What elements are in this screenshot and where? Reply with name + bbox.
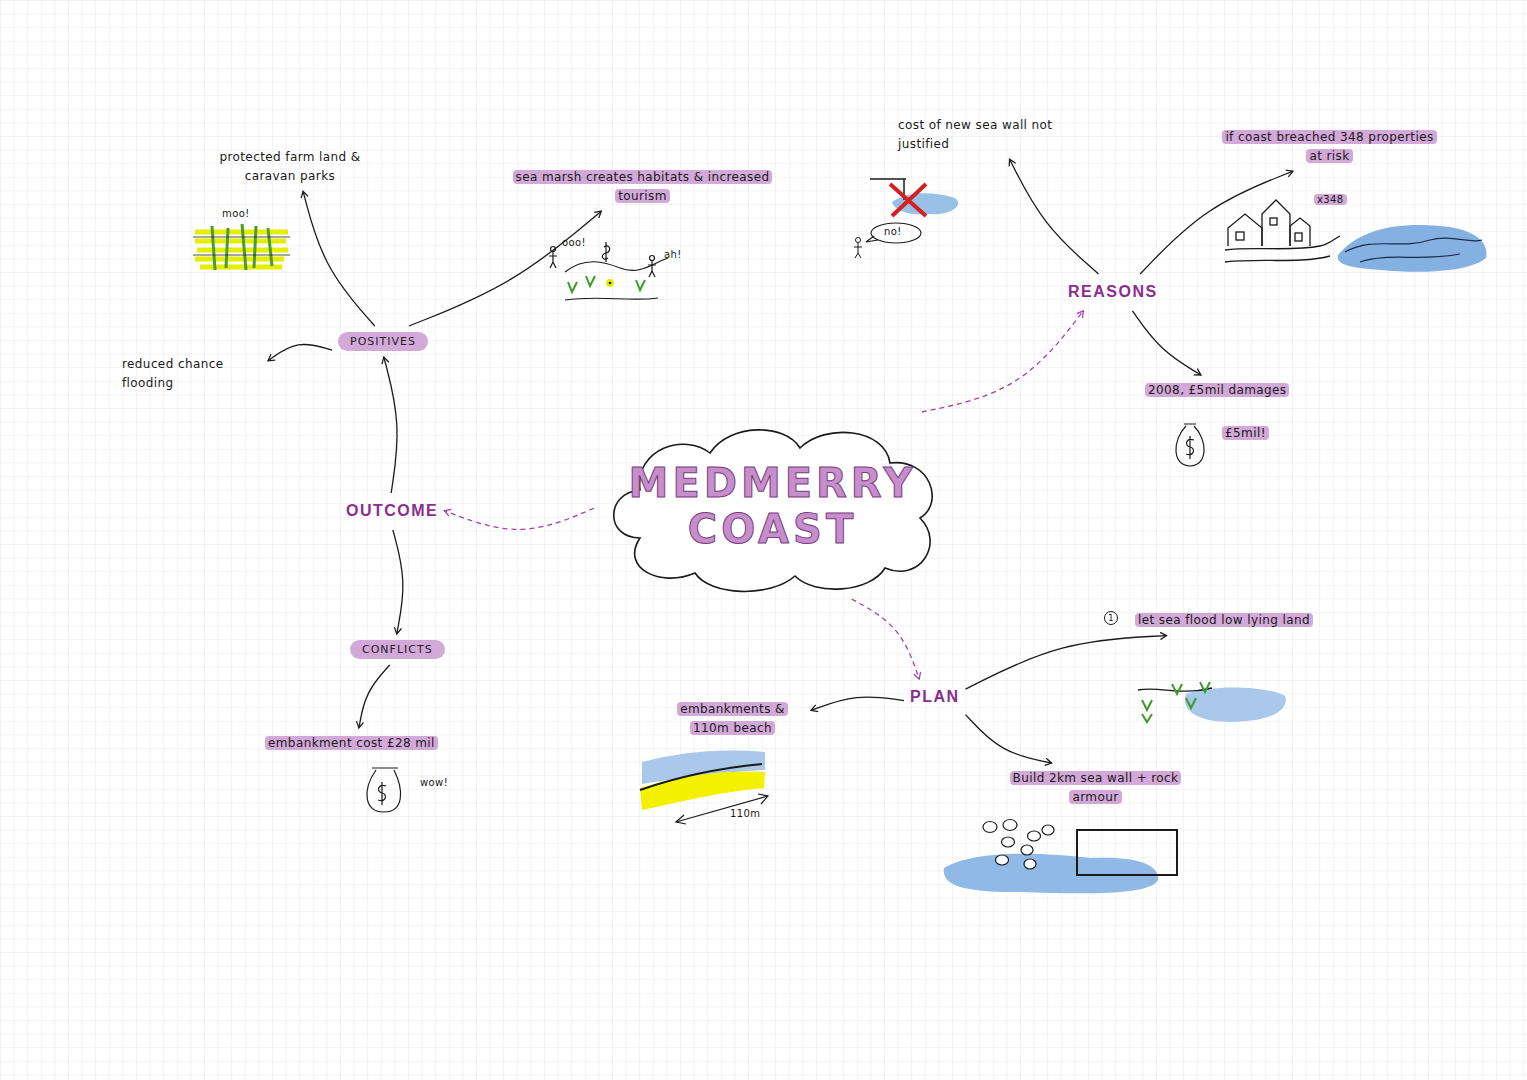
central-cloud: MEDMERRY COAST — [600, 418, 945, 593]
branch-arrow — [966, 636, 1167, 690]
branch-note: embankments & 110m beach — [660, 700, 805, 737]
node-text: sea marsh creates habitats & increased t… — [510, 168, 775, 205]
rejected-wall-doodle — [854, 179, 958, 258]
branch-arrow — [1132, 311, 1200, 375]
node-text: embankments & 110m beach — [660, 700, 805, 737]
branch-heading: OUTCOME — [346, 499, 438, 524]
beach-doodle — [640, 750, 768, 824]
branch-heading: PLAN — [910, 685, 960, 710]
branch-note: let sea flood low lying land — [1135, 611, 1313, 630]
topic-pill: POSITIVES — [338, 332, 428, 351]
branch-note: 2008, £5mil damages — [1145, 381, 1289, 400]
money-bag-doodle — [1176, 424, 1204, 466]
dimension-label: 110m — [730, 808, 760, 819]
managed-realignment-doodle — [1138, 682, 1286, 722]
node-text: embankment cost £28 mil — [265, 734, 438, 753]
branch-note: if coast breached 348 properties at risk — [1222, 128, 1437, 165]
highlighted-text: if coast breached 348 properties at risk — [1222, 130, 1436, 163]
branch-note: reduced chance flooding — [122, 355, 262, 392]
node-text: MEDMERRY COAST — [628, 460, 918, 552]
branch-arrow — [811, 697, 904, 710]
node-text: REASONS — [1068, 280, 1158, 305]
node-text: protected farm land & caravan parks — [205, 148, 375, 185]
node-text: Build 2km sea wall + rock armour — [998, 769, 1193, 806]
branch-note: embankment cost £28 mil — [265, 734, 438, 753]
cloud-shape — [614, 430, 932, 592]
branch-arrow — [966, 715, 1052, 763]
sea-wall-doodle — [944, 820, 1177, 894]
highlighted-text: Build 2km sea wall + rock armour — [1010, 771, 1182, 804]
money-bag-doodle — [367, 768, 401, 812]
highlighted-text: 2008, £5mil damages — [1145, 383, 1289, 397]
topic-pill: CONFLICTS — [350, 640, 445, 659]
node-text: OUTCOME — [346, 499, 438, 524]
branch-arrow — [303, 191, 375, 326]
node-text: cost of new sea wall not justified — [898, 116, 1083, 153]
dashed-branch-arrow — [852, 599, 920, 679]
marsh-doodle — [549, 242, 668, 300]
node-text: POSITIVES — [350, 333, 416, 350]
doodle-caption: ooo! — [562, 237, 586, 248]
field-doodle — [193, 224, 290, 270]
branch-arrow — [409, 211, 601, 326]
node-text: PLAN — [910, 685, 960, 710]
highlighted-text: sea marsh creates habitats & increased t… — [513, 170, 773, 203]
branch-arrow — [268, 344, 332, 360]
branch-arrow — [1010, 159, 1099, 274]
branch-arrow — [393, 530, 403, 634]
dashed-branch-arrow — [922, 311, 1084, 412]
branch-arrow — [1140, 171, 1293, 274]
branch-arrow — [359, 665, 390, 728]
money-tag: £5mil! — [1222, 426, 1269, 440]
branch-arrow — [384, 357, 397, 493]
highlighted-text: embankments & 110m beach — [677, 702, 788, 735]
node-text: let sea flood low lying land — [1135, 611, 1313, 630]
branch-note: sea marsh creates habitats & increased t… — [510, 168, 775, 205]
houses-flood-doodle — [1225, 200, 1487, 272]
speech-bubble-text: no! — [884, 226, 902, 237]
highlighted-text: embankment cost £28 mil — [265, 736, 438, 750]
branch-note: protected farm land & caravan parks — [205, 148, 375, 185]
dashed-branch-arrow — [444, 508, 594, 529]
count-tag: x348 — [1314, 194, 1347, 205]
doodle-caption: ah! — [664, 249, 682, 260]
doodle-caption: wow! — [420, 777, 448, 788]
callout-number: 1 — [1104, 611, 1118, 625]
node-text: CONFLICTS — [362, 641, 433, 658]
doodle-caption: moo! — [222, 208, 250, 219]
highlighted-text: let sea flood low lying land — [1135, 613, 1313, 627]
node-text: reduced chance flooding — [122, 355, 262, 392]
branch-note: Build 2km sea wall + rock armour — [998, 769, 1193, 806]
node-text: if coast breached 348 properties at risk — [1222, 128, 1437, 165]
node-text: 2008, £5mil damages — [1145, 381, 1289, 400]
branch-note: cost of new sea wall not justified — [898, 116, 1083, 153]
branch-heading: REASONS — [1068, 280, 1158, 305]
